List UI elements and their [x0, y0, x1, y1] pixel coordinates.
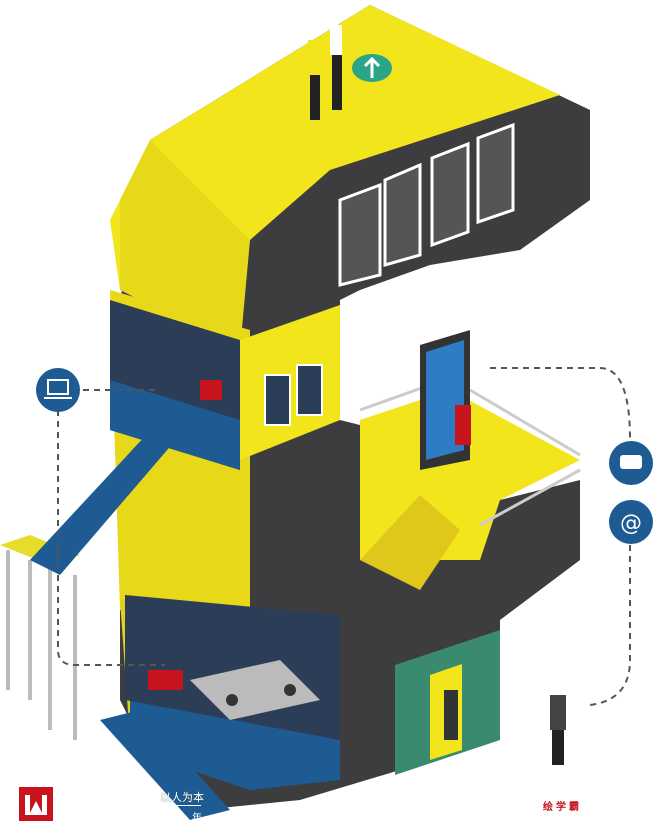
- top-windows: [338, 122, 515, 287]
- people: [308, 25, 566, 765]
- cloud-upload-icon: [352, 54, 392, 82]
- connector-lines: [57, 367, 631, 706]
- at-sign-icon: @: [609, 500, 653, 544]
- yellow-stairs: [360, 495, 460, 590]
- railing: [359, 383, 581, 527]
- blue-stairs: [30, 420, 230, 820]
- watermark-motto: 以人为本: [160, 791, 204, 804]
- watermark-year: 年: [192, 813, 202, 824]
- office-room: [110, 300, 340, 470]
- watermark-divider: [175, 805, 201, 806]
- chat-bubble-icon: [609, 441, 653, 485]
- brand-logo: [19, 787, 53, 821]
- left-platform: [0, 535, 80, 740]
- smartphone: [420, 330, 471, 470]
- laptop-user-icon: [36, 368, 80, 412]
- svg-text:@: @: [620, 511, 642, 536]
- watermark-brand: 绘学霸: [543, 802, 582, 813]
- meeting-room: [125, 595, 340, 740]
